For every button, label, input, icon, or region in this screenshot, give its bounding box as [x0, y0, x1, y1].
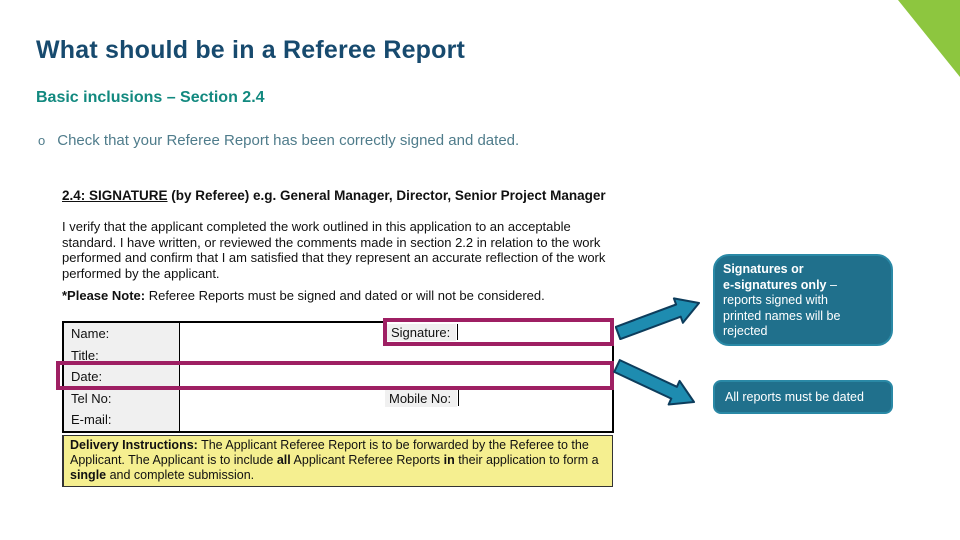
form-paragraph: I verify that the applicant completed th… — [62, 219, 606, 281]
bullet-marker: o — [38, 133, 46, 148]
arrow-to-signature-callout-icon — [615, 297, 700, 340]
signature-field-label: Signature: — [387, 323, 457, 341]
form-heading: 2.4: SIGNATURE (by Referee) e.g. General… — [62, 188, 606, 203]
mobile-field-line — [458, 390, 460, 406]
bullet-text: Check that your Referee Report has been … — [57, 132, 520, 149]
form-note: *Please Note: Referee Reports must be si… — [62, 288, 545, 303]
mobile-field: Mobile No: — [385, 388, 460, 408]
row-label-name: Name: — [71, 326, 110, 341]
arrow-to-date-callout-icon — [613, 359, 695, 406]
section-subtitle: Basic inclusions – Section 2.4 — [36, 89, 265, 106]
callout-dated-text: All reports must be dated — [725, 390, 864, 404]
row-label-email: E-mail: — [71, 412, 112, 428]
signature-field-line — [457, 324, 459, 340]
page-title: What should be in a Referee Report — [36, 36, 466, 64]
callout-reports-dated: All reports must be dated — [713, 380, 893, 414]
signature-highlight-box: Signature: — [383, 318, 614, 346]
mobile-field-label: Mobile No: — [385, 389, 458, 407]
delivery-instructions: Delivery Instructions: The Applicant Ref… — [62, 435, 613, 487]
form-screenshot: 2.4: SIGNATURE (by Referee) e.g. General… — [56, 185, 622, 495]
row-label-telno: Tel No: — [71, 390, 112, 406]
row-label-title: Title: — [71, 347, 99, 363]
corner-accent-triangle — [898, 0, 960, 77]
bullet-item: o Check that your Referee Report has bee… — [38, 132, 519, 149]
date-highlight-box — [56, 361, 614, 390]
form-table-label-column: Name: Title: Date: Tel No: E-mail: — [64, 323, 180, 431]
row-label-date: Date: — [71, 369, 103, 385]
